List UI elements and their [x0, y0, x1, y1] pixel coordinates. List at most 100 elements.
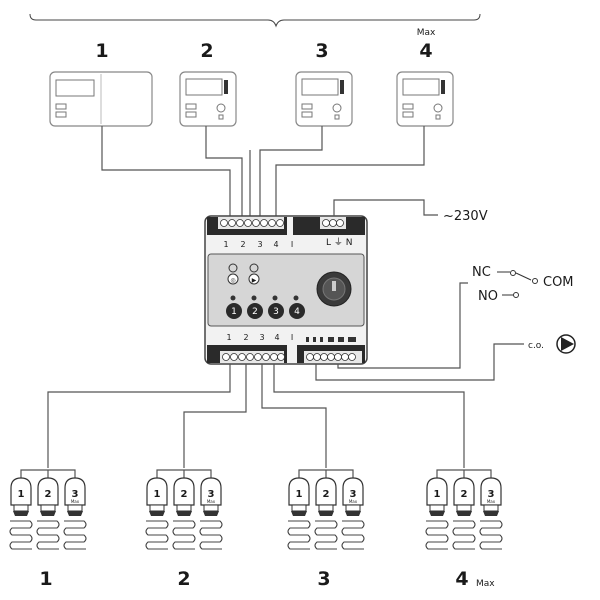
mode-icons: ◎ ▶ [227, 273, 260, 285]
bottom-terminal-label-4: 4 [274, 333, 279, 342]
bottom-terminal-label-3: 3 [259, 333, 264, 342]
group-number-4: 4 [455, 568, 468, 590]
front-panel [207, 253, 365, 327]
actuator-label: 1 [296, 489, 303, 500]
actuator-label: 1 [434, 489, 441, 500]
relay-no-label: NO [478, 289, 498, 304]
actuator-label: 3 [350, 489, 357, 500]
svg-text:2: 2 [252, 307, 258, 317]
wire-output-4 [273, 364, 465, 468]
wire-thermostat-1 [101, 126, 231, 216]
actuator-label: 1 [154, 489, 161, 500]
svg-text:1: 1 [231, 307, 237, 317]
wire-power [333, 199, 438, 216]
power-terminal-symbols: L ⏚ N [326, 237, 352, 248]
group-number-3: 3 [317, 568, 330, 590]
actuator-label: 3 [208, 489, 215, 500]
heating-loop [314, 520, 338, 550]
svg-text:4: 4 [294, 307, 300, 317]
pump-icon [556, 334, 576, 354]
relay-nc-label: NC [472, 265, 491, 280]
thermostats-brace [29, 13, 481, 28]
svg-text:▶: ▶ [252, 277, 257, 284]
actuator-2-1: 1 [145, 477, 169, 550]
actuator-max-note: Max [207, 499, 216, 504]
thermostat-number-4: 4 [419, 40, 432, 62]
zone-button-4[interactable]: 4 [289, 295, 305, 320]
zone-button-3[interactable]: 3 [268, 295, 284, 320]
heating-loop [287, 520, 311, 550]
group-max-note: Max [476, 579, 495, 589]
actuator-max-note: Max [71, 499, 80, 504]
thermostat-4 [396, 71, 454, 127]
actuator-label: 2 [45, 489, 52, 500]
thermostat-max-note: Max [417, 28, 436, 38]
thermostat-number-1: 1 [95, 40, 108, 62]
heating-loop [452, 520, 476, 550]
relay-pump-terminal-markings [306, 337, 356, 342]
thermostat-number-3: 3 [315, 40, 328, 62]
wire-thermostat-3 [259, 126, 323, 216]
top-terminal-label-5: I [291, 240, 293, 249]
heating-loop [172, 520, 196, 550]
actuator-3-1: 1 [287, 477, 311, 550]
actuator-label: 2 [181, 489, 188, 500]
actuator-label: 2 [461, 489, 468, 500]
thermostat-2 [179, 71, 237, 127]
thermostat-number-2: 2 [200, 40, 213, 62]
heating-loop [63, 520, 87, 550]
top-terminal-label-2: 2 [240, 240, 245, 249]
relay-contact: NC COM NO [472, 265, 574, 304]
svg-text:◎: ◎ [230, 277, 235, 284]
power-switch[interactable] [316, 271, 352, 307]
actuator-label: 2 [323, 489, 330, 500]
heating-loop [145, 520, 169, 550]
wire-output-2 [183, 364, 247, 468]
heating-loop [199, 520, 223, 550]
thermostat-3 [295, 71, 353, 127]
actuator-2-2: 2 [172, 477, 196, 550]
thermostat-1 [49, 71, 153, 127]
actuator-4-1: 1 [425, 477, 449, 550]
heating-loop [36, 520, 60, 550]
actuator-1-2: 2 [36, 477, 60, 550]
heating-loop [341, 520, 365, 550]
wire-thermostat-4 [275, 126, 425, 216]
wire-thermostat-2 [205, 126, 243, 216]
bottom-terminal-label-1: 1 [226, 333, 231, 342]
bottom-screw-terminals [222, 353, 356, 361]
actuator-3-2: 2 [314, 477, 338, 550]
wire-output-3 [261, 364, 327, 468]
top-terminal-label-1: 1 [223, 240, 228, 249]
wire-relay [337, 282, 468, 369]
top-screw-terminals [220, 219, 344, 227]
relay-com-label: COM [543, 275, 574, 290]
top-terminal-label-4: 4 [273, 240, 278, 249]
group-number-1: 1 [39, 568, 52, 590]
pump-label: c.o. [528, 341, 544, 351]
actuator-label: 3 [488, 489, 495, 500]
actuator-1-1: 1 [9, 477, 33, 550]
heating-loop [479, 520, 503, 550]
actuator-max-note: Max [349, 499, 358, 504]
zone-button-1[interactable]: 1 [226, 295, 242, 320]
power-label: ~230V [443, 209, 488, 224]
group-number-2: 2 [177, 568, 190, 590]
svg-text:3: 3 [273, 307, 279, 317]
bottom-terminal-label-5: I [291, 333, 293, 342]
actuator-label: 1 [18, 489, 25, 500]
top-terminal-label-3: 3 [257, 240, 262, 249]
wire-output-1 [47, 364, 231, 468]
wire-pump [315, 343, 524, 381]
zone-button-2[interactable]: 2 [247, 295, 263, 320]
heating-loop [9, 520, 33, 550]
